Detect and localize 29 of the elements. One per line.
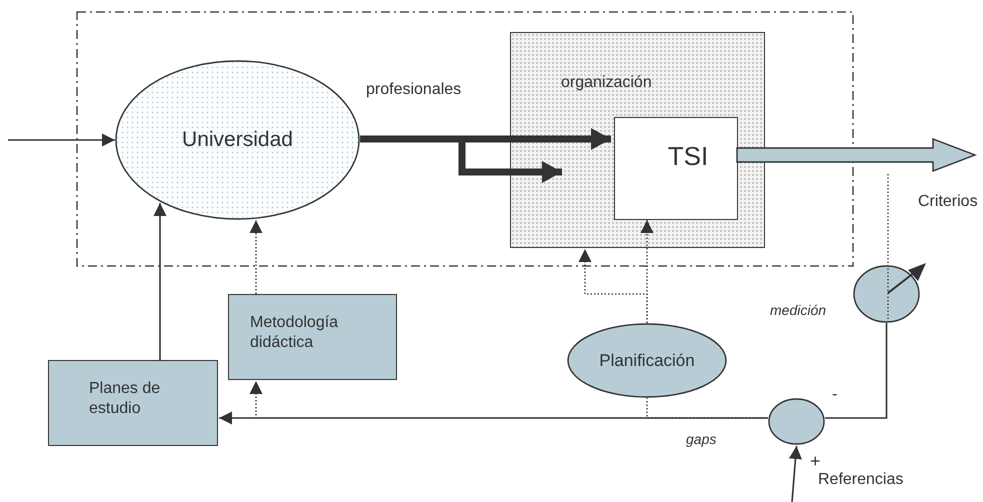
process-ellipse: [115, 60, 360, 220]
dotted-arrow: [250, 220, 262, 294]
organization-box: [510, 32, 765, 248]
node-caption: medición: [770, 302, 826, 320]
circle-node: [853, 265, 920, 323]
boundary-box: [77, 12, 853, 266]
node-label: Universidad: [182, 126, 293, 153]
text-label: -: [832, 385, 838, 405]
node-label: Planificación: [599, 350, 695, 372]
text-label: Referencias: [818, 470, 904, 490]
node-label: organización: [561, 73, 653, 93]
process-box: [48, 360, 218, 446]
process-box: [614, 117, 738, 220]
circle-node: [768, 398, 825, 445]
node-label: Metodología didáctica: [250, 313, 340, 353]
process-box: [228, 294, 397, 380]
text-label: Criterios: [918, 192, 978, 212]
block-arrow: [736, 138, 977, 172]
edge-label: gaps: [686, 431, 716, 448]
arrow: [788, 446, 802, 502]
dotted-arrow: [640, 220, 654, 323]
arrow: [8, 134, 115, 146]
arrow: [154, 202, 166, 360]
edge-label: profesionales: [366, 80, 462, 100]
node-label: TSI: [668, 140, 708, 172]
process-ellipse: [567, 323, 727, 398]
text-label: +: [810, 450, 821, 472]
node-label: Planes de estudio: [89, 379, 162, 419]
arrow: [219, 412, 768, 424]
